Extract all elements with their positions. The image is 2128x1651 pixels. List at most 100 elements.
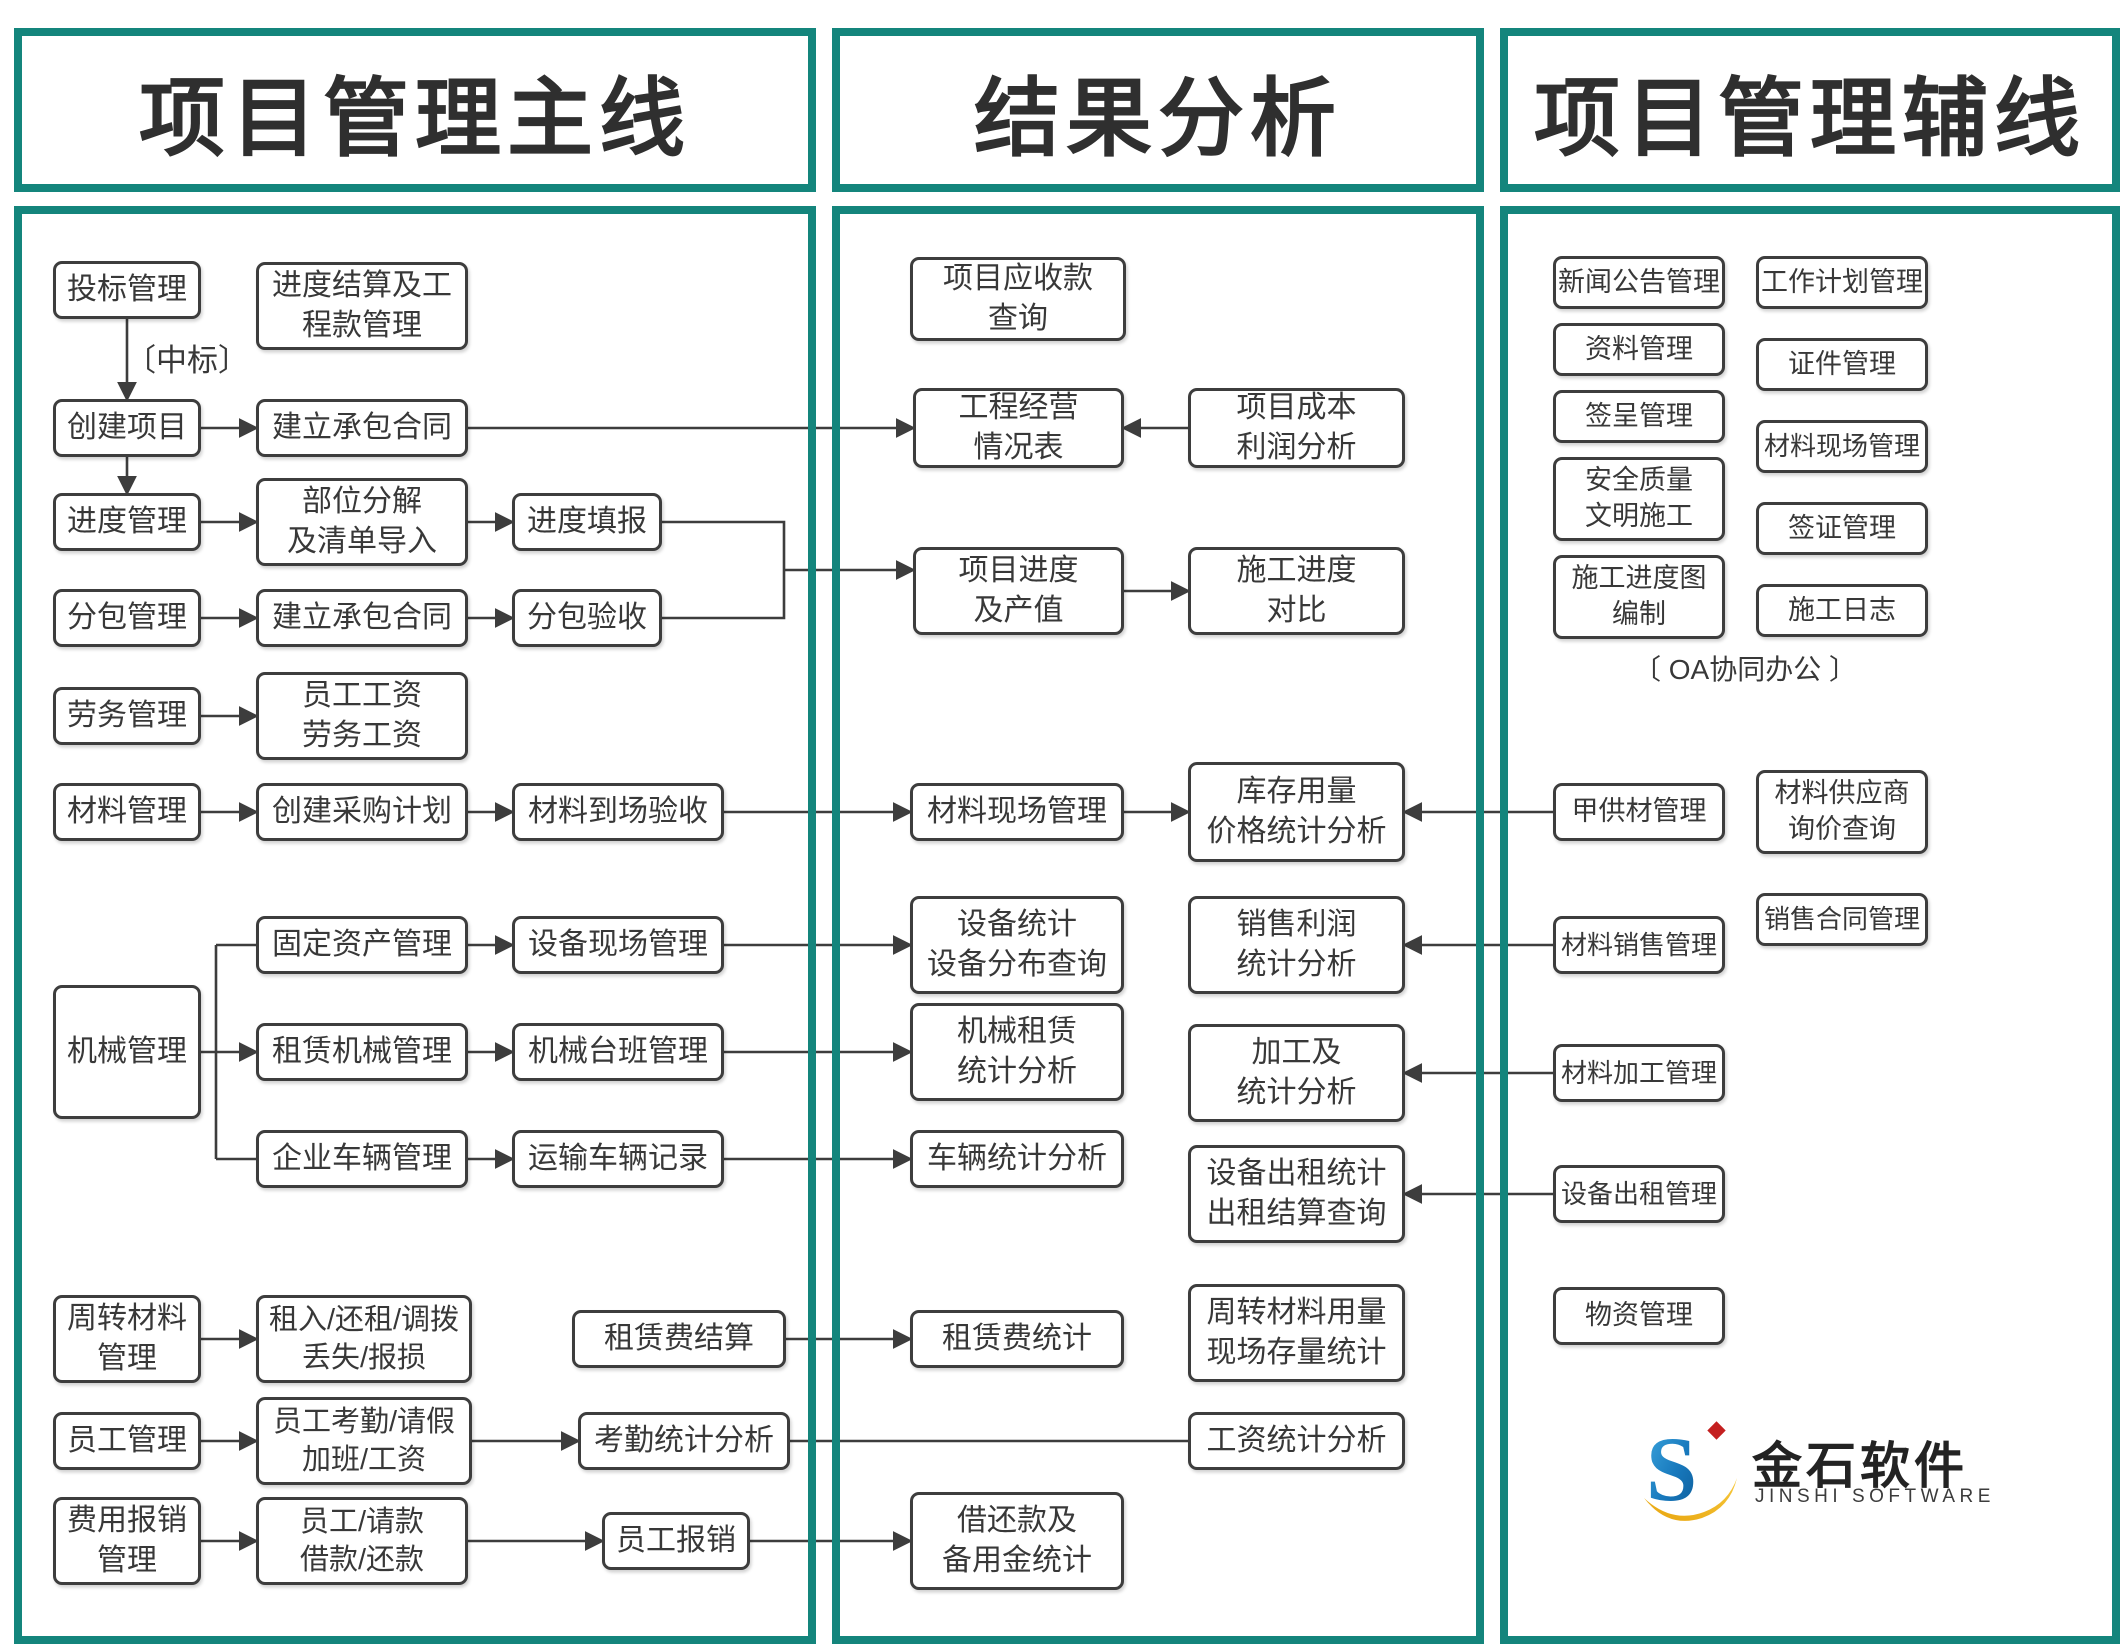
node-label: 机械管理 [67, 1035, 187, 1069]
node-contract-1: 建立承包合同 [256, 399, 468, 457]
logo-s-icon: S [1644, 1418, 1737, 1521]
node-label: 固定资产管理 [272, 928, 452, 962]
node-label: 设备出租管理 [1560, 1178, 1717, 1209]
node-label: 企业车辆管理 [272, 1142, 452, 1176]
node-label: 周转材料用量 [1206, 1296, 1387, 1330]
node-label: 项目进度 [958, 554, 1079, 588]
node-label: 机械租赁 [957, 1015, 1077, 1049]
logo-en-text: JINSHI SOFTWARE [1755, 1486, 1995, 1507]
node-label: 文明施工 [1585, 501, 1693, 531]
node-label: 材料加工管理 [1560, 1057, 1717, 1088]
node-label: 部位分解 [302, 485, 422, 519]
node-material-mgmt: 材料管理 [53, 783, 201, 841]
node-rental-machine: 租赁机械管理 [256, 1023, 468, 1081]
node-rental-fee-settle: 租赁费结算 [572, 1310, 786, 1368]
node-label: 劳务工资 [302, 719, 422, 752]
node-turnover-material: 周转材料管理 [53, 1295, 201, 1383]
node-create-project: 创建项目 [53, 399, 201, 457]
node-label: 借还款及 [957, 1504, 1077, 1538]
node-equip-rent-stats: 设备出租统计出租结算查询 [1188, 1145, 1405, 1243]
node-label: 材料管理 [67, 795, 187, 829]
node-label: 设备统计 [957, 908, 1077, 942]
node-supplier-inquiry: 材料供应商询价查询 [1756, 770, 1928, 854]
node-label: 材料到场验收 [528, 795, 708, 829]
node-label: 销售合同管理 [1763, 904, 1920, 935]
node-progress-settle: 进度结算及工程款管理 [256, 262, 468, 350]
node-label: 签呈管理 [1585, 400, 1693, 431]
node-label: 统计分析 [1236, 1076, 1357, 1109]
node-owner-material: 甲供材管理 [1553, 783, 1725, 841]
node-label: 库存用量 [1236, 775, 1357, 809]
node-label: 车辆统计分析 [927, 1142, 1107, 1176]
node-label: 管理 [97, 1342, 157, 1375]
node-doc-mgmt: 资料管理 [1553, 323, 1725, 376]
node-purchase-plan: 创建采购计划 [256, 783, 468, 841]
node-label: 设备分布查询 [927, 948, 1107, 981]
node-label: 劳务管理 [67, 699, 187, 733]
node-label: 安全质量 [1585, 465, 1693, 496]
node-label: 设备出租统计 [1206, 1157, 1387, 1191]
node-label: 询价查询 [1788, 814, 1896, 844]
label-oa-office: 〔 OA协同办公 〕 [1632, 654, 1857, 685]
node-label: 情况表 [973, 431, 1064, 464]
node-label: 进度管理 [67, 505, 187, 539]
node-inventory-stats: 库存用量价格统计分析 [1188, 762, 1405, 862]
node-label: 创建项目 [67, 411, 187, 445]
node-goods-mgmt: 物资管理 [1553, 1287, 1725, 1345]
node-cert-mgmt: 证件管理 [1756, 338, 1928, 391]
node-label: 销售利润 [1236, 908, 1357, 942]
node-safety-quality: 安全质量文明施工 [1553, 457, 1725, 541]
node-news-mgmt: 新闻公告管理 [1553, 256, 1725, 309]
node-part-decompose: 部位分解及清单导入 [256, 478, 468, 566]
node-label: 设备现场管理 [528, 928, 708, 962]
node-label: 运输车辆记录 [528, 1142, 708, 1176]
logo-cn-text: 金石软件 [1752, 1438, 1968, 1494]
node-label: 机械台班管理 [528, 1035, 708, 1069]
node-emp-payment: 员工/请款借款/还款 [256, 1497, 468, 1585]
node-label: 租赁机械管理 [272, 1035, 452, 1069]
node-label: 物资管理 [1585, 1300, 1693, 1331]
node-emp-reimburse: 员工报销 [602, 1512, 750, 1570]
node-label: 工作计划管理 [1761, 266, 1923, 297]
node-material-sales: 材料销售管理 [1553, 916, 1725, 974]
node-label: 统计分析 [957, 1055, 1077, 1088]
node-label: 建立承包合同 [272, 411, 452, 445]
node-label: 项目成本 [1236, 391, 1357, 425]
node-label: 分包管理 [67, 601, 187, 635]
node-label: 管理 [97, 1544, 157, 1577]
node-label: 资料管理 [1585, 333, 1693, 364]
node-label: 租赁费统计 [942, 1322, 1092, 1356]
node-label: 材料现场管理 [1763, 431, 1920, 462]
node-loan-pettycash-stats: 借还款及备用金统计 [910, 1492, 1124, 1590]
node-material-site-mid: 材料现场管理 [910, 783, 1124, 841]
company-logo: S 金石软件 JINSHI SOFTWARE [1638, 1408, 2058, 1538]
node-contract-2: 建立承包合同 [256, 589, 468, 647]
node-label: 程款管理 [302, 309, 422, 342]
node-label: 备用金统计 [942, 1544, 1092, 1577]
node-label: 出租结算查询 [1206, 1197, 1387, 1230]
label-win-bid: 〔中标〕 [125, 342, 249, 378]
node-label: 施工日志 [1788, 594, 1896, 625]
node-label: 价格统计分析 [1206, 815, 1387, 848]
node-company-vehicle: 企业车辆管理 [256, 1130, 468, 1188]
node-label: 及产值 [973, 594, 1064, 627]
node-material-arrival: 材料到场验收 [512, 783, 724, 841]
node-label: 建立承包合同 [272, 601, 452, 635]
node-label: 分包验收 [527, 601, 647, 635]
node-equip-site: 设备现场管理 [512, 916, 724, 974]
node-label: 投标管理 [67, 273, 187, 307]
node-sales-profit-stats: 销售利润统计分析 [1188, 896, 1405, 994]
connector-9 [662, 570, 786, 620]
node-process-stats: 加工及统计分析 [1188, 1024, 1405, 1122]
header-aux-line: 项目管理辅线 [1500, 28, 2120, 192]
node-label: 及清单导入 [287, 525, 437, 558]
node-label: 员工管理 [67, 1424, 187, 1458]
node-label: 租赁费结算 [604, 1322, 754, 1356]
node-fixed-asset: 固定资产管理 [256, 916, 468, 974]
node-label: 员工考勤/请假 [272, 1405, 456, 1438]
node-label: 新闻公告管理 [1558, 266, 1720, 297]
node-label: 查询 [988, 302, 1048, 335]
